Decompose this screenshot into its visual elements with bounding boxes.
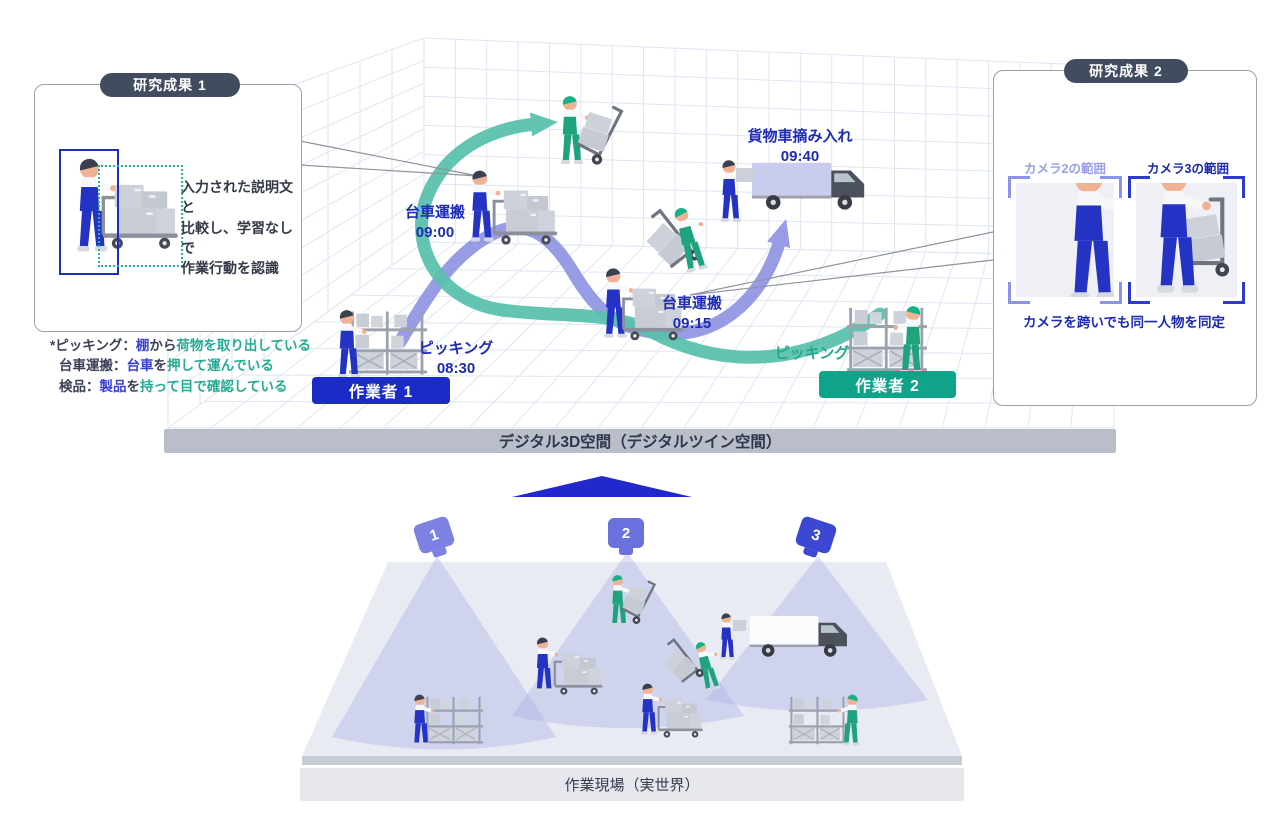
real-world-bar: 作業現場（実世界）	[300, 768, 964, 801]
legend-line-inspection: 検品：製品を持って目で確認している	[59, 378, 288, 394]
rw-carried-box	[733, 620, 746, 631]
recognition-description: 入力された説明文と 比較し、学習なしで 作業行動を認識	[181, 177, 299, 278]
research-result-1-box: 入力された説明文と 比較し、学習なしで 作業行動を認識	[34, 84, 302, 332]
camera3-view-frame	[1128, 176, 1245, 304]
frame-corner-icon	[1100, 176, 1122, 198]
desc-line3: 作業行動を認識	[181, 260, 279, 277]
research-result-1-title: 研究成果 1	[100, 73, 240, 97]
frame-corner-icon	[1223, 282, 1245, 304]
label-picking-worker2: ピッキング	[774, 345, 850, 362]
real-world-scene	[302, 552, 962, 765]
research-result-2-title: 研究成果 2	[1064, 59, 1188, 83]
frame-corner-icon	[1128, 282, 1150, 304]
reid-caption: カメラを跨いでも同一人物を同定	[1022, 315, 1226, 330]
worker2-path-arrow	[415, 112, 887, 364]
box2-connector-lines	[689, 231, 994, 296]
camera2-worker-figure	[1070, 183, 1114, 297]
worker1-badge: 作業者 1	[312, 377, 450, 404]
worker1-path-arrow	[393, 218, 791, 349]
digital-space-bar: デジタル3D空間（デジタルツイン空間）	[164, 429, 1116, 453]
camera3-range-label: カメラ3の範囲	[1147, 162, 1229, 176]
camera2-photo	[1016, 183, 1114, 297]
camera1-cone	[332, 556, 556, 750]
desc-line2: 比較し、学習なしで	[181, 219, 293, 256]
digital-twin-scene	[337, 94, 928, 378]
camera2-range-label: カメラ2の範囲	[1024, 162, 1106, 176]
camera-2: 2	[608, 518, 644, 555]
camera3-photo	[1136, 183, 1237, 297]
label-cart-0915: 台車運搬 09:15	[661, 295, 723, 332]
frame-corner-icon	[1223, 176, 1245, 198]
person-bounding-box	[59, 149, 119, 275]
label-truck-0940: 貨物車摘み入れ 09:40	[747, 128, 853, 165]
cargo-truck	[751, 162, 865, 210]
floor-front-edge	[302, 756, 962, 765]
frame-corner-icon	[1100, 282, 1122, 304]
desc-line1: 入力された説明文と	[181, 179, 293, 216]
action-legend: *ピッキング：棚から荷物を取り出している 台車運搬：台車を押して運んでいる 検品…	[50, 336, 311, 397]
label-picking-0830: ピッキング 08:30	[418, 340, 494, 377]
frame-corner-icon	[1008, 282, 1030, 304]
carried-box	[736, 168, 753, 182]
worker2-badge: 作業者 2	[819, 371, 956, 398]
legend-line-cart: 台車運搬：台車を押して運んでいる	[59, 358, 274, 374]
frame-corner-icon	[1128, 176, 1150, 198]
cart-bounding-box	[98, 165, 183, 267]
up-arrow-triangle	[512, 476, 692, 497]
frame-corner-icon	[1008, 176, 1030, 198]
camera2-view-frame	[1008, 176, 1122, 304]
label-cart-0900: 台車運搬 09:00	[404, 204, 466, 241]
legend-line-picking: *ピッキング：棚から荷物を取り出している	[50, 338, 311, 353]
